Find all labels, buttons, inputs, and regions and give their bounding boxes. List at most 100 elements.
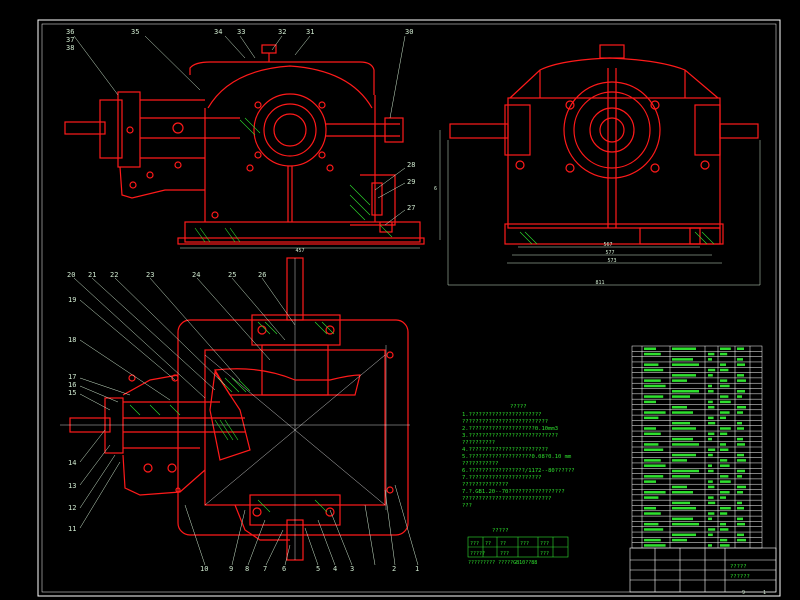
callout-29: 29 (407, 178, 415, 186)
bom-cell-text-glyph (708, 368, 716, 372)
bom-cell-text-glyph (672, 469, 699, 473)
bom-cell-text-glyph (737, 453, 744, 457)
bom-cell-text-glyph (720, 379, 728, 382)
bom-cell-text-glyph (737, 374, 744, 377)
callout-1: 1 (415, 565, 419, 573)
bom-cell-text-glyph (672, 379, 687, 382)
spec-cell-3: ?? (500, 541, 506, 547)
bom-cell-text-glyph (720, 432, 728, 436)
bom-cell-text-glyph (672, 395, 690, 398)
callout-16: 16 (68, 381, 76, 389)
plan-view-callouts-top: 20 21 22 23 24 25 26 (67, 271, 266, 279)
bom-cell-text-glyph (737, 379, 746, 382)
callout-27: 27 (407, 204, 415, 212)
bom-cell-text-glyph (720, 368, 729, 372)
plan-view-callouts-bottom: 10 9 8 7 6 5 4 3 2 1 (200, 565, 419, 573)
callout-25: 25 (228, 271, 236, 279)
bom-cell-text-glyph (672, 358, 693, 361)
sheet-mark-2: 1 (763, 590, 766, 596)
technical-notes: ????? 1.?????????????????????? ?????????… (462, 404, 575, 509)
bom-cell-text-glyph (737, 501, 742, 505)
bom-cell-text-glyph (708, 544, 712, 547)
bom-cell-text-glyph (708, 501, 716, 505)
bom-cell-text-glyph (644, 538, 661, 542)
bom-cell-text-glyph (720, 496, 726, 499)
callout-5: 5 (316, 565, 320, 573)
bom-cell-text-glyph (720, 443, 726, 446)
note-line-4: 3.??????????????????????????? (462, 433, 558, 439)
callout-8: 8 (245, 565, 249, 573)
bom-cell-text-glyph (672, 517, 693, 521)
bom-cell-text-glyph (644, 352, 661, 356)
callout-7: 7 (263, 565, 267, 573)
bom-cell-text-glyph (708, 390, 714, 393)
front-view-leaders (73, 35, 406, 226)
bom-cell-text-glyph (737, 390, 745, 393)
bom-cell-text-glyph (737, 363, 745, 366)
spec-cell-7: ??? (500, 551, 509, 557)
bom-cell-text-glyph (720, 459, 728, 462)
callout-4: 4 (333, 565, 337, 573)
callout-10: 10 (200, 565, 208, 573)
bom-cell-text-glyph (644, 347, 656, 350)
bom-cell-text-glyph (720, 538, 728, 542)
callout-38: 38 (66, 44, 74, 52)
bom-cell-text-glyph (708, 469, 714, 473)
plan-view-leaders (73, 277, 419, 566)
callout-13: 13 (68, 482, 76, 490)
bom-cell-text-glyph (644, 395, 664, 398)
side-dim-567: 567 (603, 242, 612, 248)
title-block-name: ????? (730, 564, 747, 570)
note-line-2: ?????????????????????????? (462, 419, 548, 425)
bom-cell-text-glyph (644, 384, 666, 388)
front-view-hatching (194, 117, 393, 243)
callout-3: 3 (350, 565, 354, 573)
side-dim-573: 573 (607, 258, 616, 264)
bom-cell-text-glyph (672, 533, 696, 537)
bom-cell-text-glyph (720, 416, 726, 420)
bom-cell-text-glyph (672, 390, 699, 393)
bom-cell-text-glyph (708, 432, 715, 436)
bom-cell-text-glyph (737, 411, 743, 414)
spec-cell-4: ??? (520, 541, 529, 547)
callout-19: 19 (68, 296, 76, 304)
bom-cell-text-glyph (708, 400, 713, 404)
bom-cell-text-glyph (737, 475, 742, 478)
bom-cell-text-glyph (720, 491, 730, 494)
note-line-14: ??? (462, 503, 472, 509)
bom-cell-text-glyph (708, 416, 714, 420)
bom-cell-text-glyph (708, 374, 713, 377)
bom-cell-text-glyph (720, 544, 730, 547)
bom-cell-text-glyph (644, 480, 656, 483)
callout-2: 2 (392, 565, 396, 573)
bom-cell-text-glyph (672, 491, 693, 494)
callout-30: 30 (405, 28, 413, 36)
bom-cell-text-glyph (737, 485, 746, 489)
note-line-9: 6.?????????????????/1172--80?????? (462, 468, 575, 474)
front-view (64, 44, 425, 245)
callout-22: 22 (110, 271, 118, 279)
bom-cell-text-glyph (644, 363, 659, 366)
note-line-7: 5.???????????????????0.08?0.10 mm (462, 454, 572, 460)
bom-cell-text-glyph (644, 512, 661, 515)
bom-cell-text-glyph (644, 443, 659, 446)
bom-cell-text-glyph (720, 528, 729, 531)
bom-cell-text-glyph (737, 533, 744, 537)
note-line-5: ?????????? (462, 440, 495, 446)
bom-cell-text-glyph (672, 421, 690, 425)
note-line-3: 2.????????????????????0.10mm3 (462, 426, 558, 432)
bom-cell-text-glyph (737, 491, 743, 494)
bom-cell-text-glyph (644, 459, 661, 462)
bom-cell-text-glyph (708, 485, 715, 489)
bom-cell-text-glyph (708, 421, 716, 425)
callout-20: 20 (67, 271, 75, 279)
note-line-6: 4.???????????????????????? (462, 447, 548, 453)
notes-title: ????? (510, 404, 527, 410)
spec-cell-6: ????? (470, 551, 485, 557)
note-line-11: ?????????????? (462, 482, 508, 488)
bom-cell-text-glyph (672, 374, 696, 377)
bom-cell-text-glyph (720, 480, 731, 483)
bom-cell-text-glyph (672, 538, 687, 542)
